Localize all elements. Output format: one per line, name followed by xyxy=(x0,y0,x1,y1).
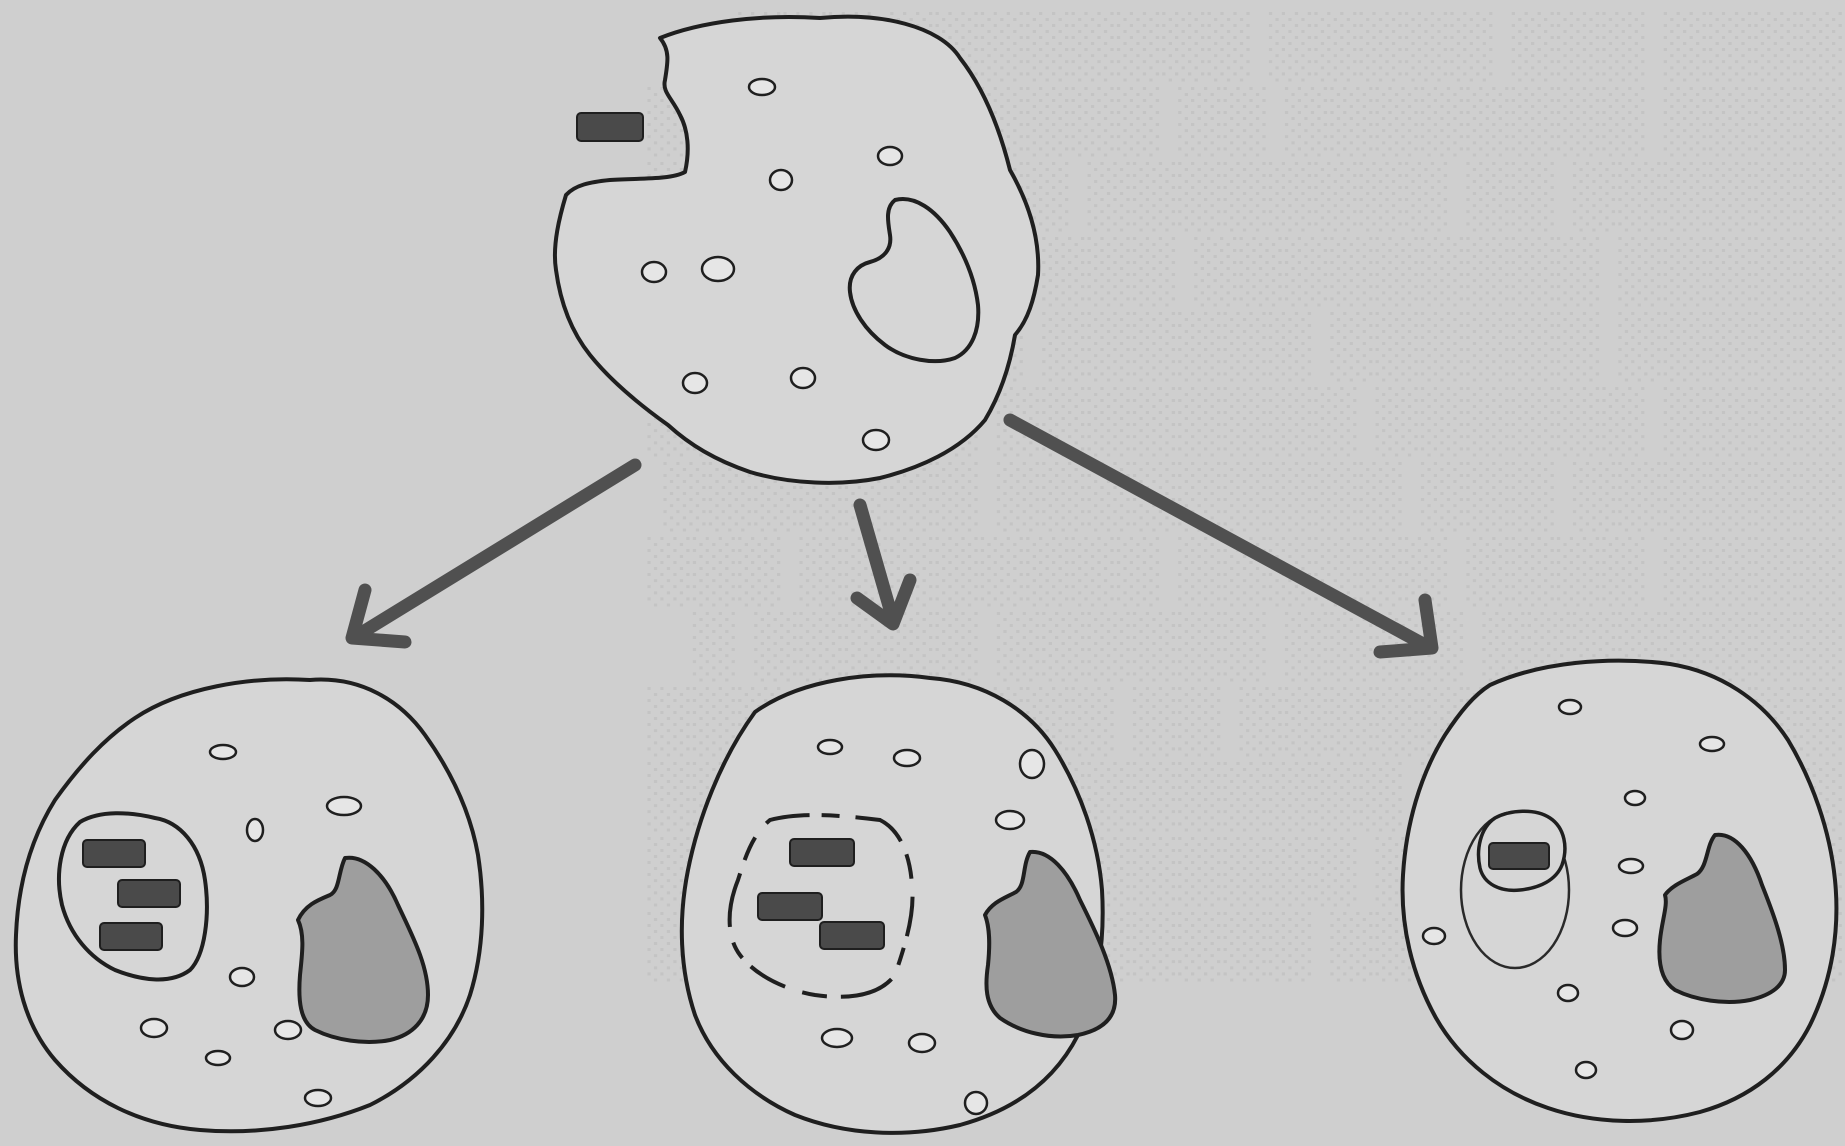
bacterium xyxy=(820,922,884,949)
arrow-to-outcome-3 xyxy=(1010,420,1432,652)
outcome-2-cell xyxy=(682,675,1115,1132)
bacterium xyxy=(100,923,162,950)
bacterium xyxy=(83,840,145,867)
bacterium xyxy=(758,893,822,920)
outcome-1-cell xyxy=(16,679,482,1131)
bacterium xyxy=(790,839,854,866)
arrow-to-outcome-2 xyxy=(857,505,910,624)
outcome-3-cell xyxy=(1403,661,1837,1121)
outcome-3-membrane xyxy=(1403,661,1837,1121)
bacterium xyxy=(577,113,643,141)
parent-cell xyxy=(555,17,1038,483)
parent-cell-membrane xyxy=(555,17,1038,483)
arrow-to-outcome-1 xyxy=(352,465,635,642)
bacterium xyxy=(118,880,180,907)
bacterium xyxy=(1489,843,1549,869)
